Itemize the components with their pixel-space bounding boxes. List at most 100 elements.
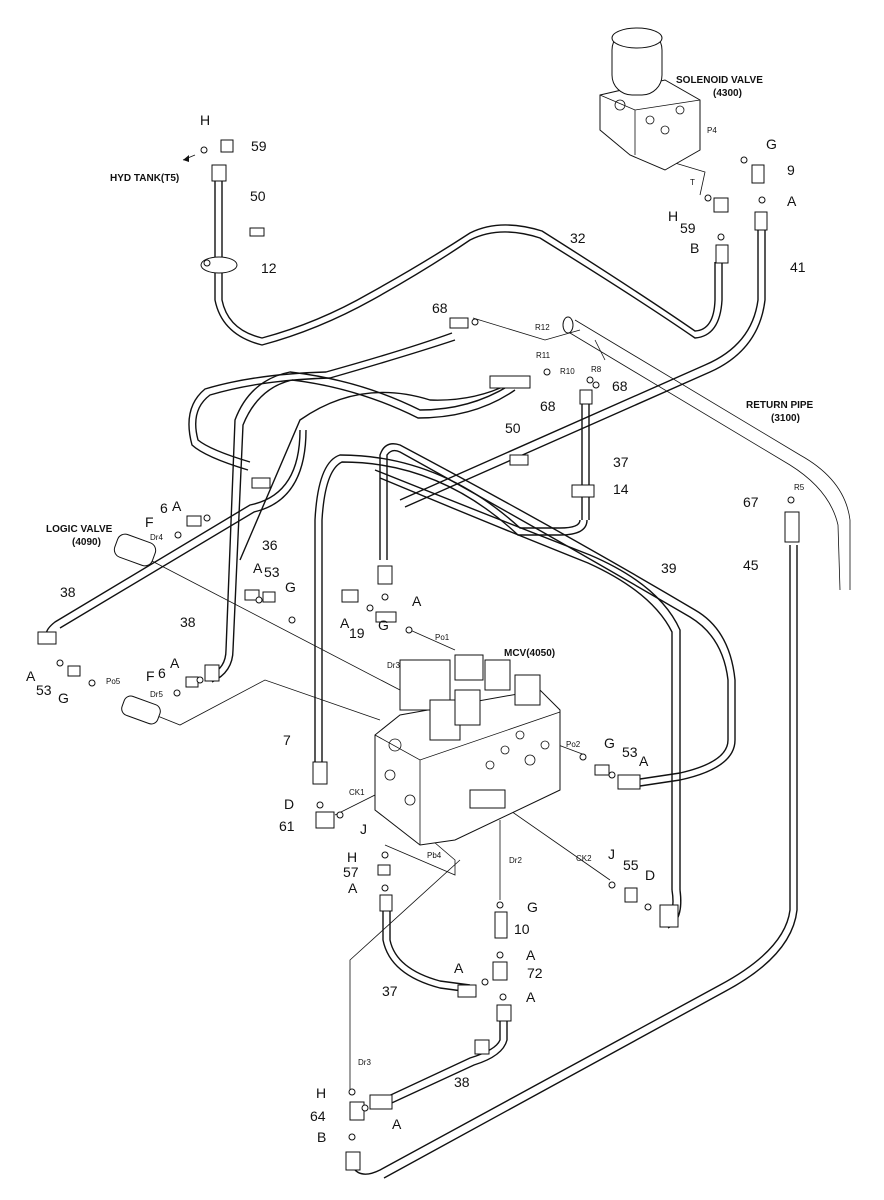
port-label: Dr4 [150,533,163,542]
callout: J [608,846,615,862]
fitting-right-end [659,904,679,928]
mcv-label: MCV(4050) [504,648,555,659]
hose-39-b [386,449,729,780]
callout: G [604,735,615,751]
callout: A [412,593,422,609]
callout: 39 [661,560,677,576]
port-label: R12 [535,323,550,332]
callout: A [340,615,350,631]
callout: A [392,1116,402,1132]
fitting-38-top [496,1004,512,1022]
fitting-end-tank [211,164,227,182]
fitting-45-bottom [345,1151,361,1171]
fitting-7-top [377,565,393,585]
port-label: R11 [536,351,551,360]
callout: D [645,867,655,883]
fitting-37-bottom [457,984,477,998]
callout: J [360,821,367,837]
hose-39 [379,443,736,787]
hose-7-b [321,461,588,780]
callout: G [285,579,296,595]
callout: 7 [283,732,291,748]
callout: 41 [790,259,806,275]
port-label: T [690,178,695,187]
callout: 55 [623,857,639,873]
port-label: Po2 [566,740,581,749]
fitting-end-41 [754,211,768,231]
callout: G [58,690,69,706]
port-label: Po1 [435,633,450,642]
hose-45-b [383,545,798,1179]
logic-valve-lower [121,695,161,725]
callout: 37 [382,983,398,999]
pilot-line-po5 [154,679,381,726]
callout: 53 [622,744,638,760]
port-label: P4 [707,126,717,135]
fitting-55 [624,887,638,903]
fitting-68a [449,317,469,329]
callout: F [145,514,154,530]
pilot-line-r8 [594,339,606,361]
fitting-38-bottom [369,1094,393,1110]
clamp-12 [200,256,238,274]
pilot-line-po1 [409,629,456,651]
fitting-36b [244,589,260,601]
port-label: Dr2 [509,856,522,865]
callout: 37 [613,454,629,470]
callout: B [690,240,699,256]
callout: 38 [454,1074,470,1090]
fitting-72 [492,961,508,981]
logic-valve-upper [113,533,157,567]
callout: 14 [613,481,629,497]
fitting-45-top [784,511,800,543]
callout: 53 [264,564,280,580]
callout: 61 [279,818,295,834]
hose-41-b [404,230,766,508]
return-pipe-code: (3100) [771,413,800,424]
hyd-tank-label: HYD TANK(T5) [110,173,179,184]
hose-7 [314,454,581,780]
callout: A [787,193,797,209]
port-label: Dr3 [387,661,400,670]
hose-upper-loop-b [232,379,516,651]
callout: G [766,136,777,152]
pilot-line-pb4 [384,829,456,876]
fitting-64 [349,1101,365,1121]
solenoid-valve-code: (4300) [713,88,742,99]
port-label: Po5 [106,677,121,686]
hose-r12-loop-b [188,332,453,471]
callout: D [284,796,294,812]
callout: 59 [680,220,696,236]
fitting-6a [186,515,202,527]
fitting-53b [67,665,81,677]
fitting-38-mid [474,1039,490,1055]
callout: H [347,849,357,865]
hose-36 [239,377,521,561]
hose-38-lower-b [382,1018,508,1108]
fitting-10 [494,911,508,939]
callout: 38 [60,584,76,600]
fitting-6b [185,676,199,688]
fittings [37,139,800,1171]
logic-valve-label: LOGIC VALVE [46,524,113,535]
callout: H [200,112,210,128]
callout: 57 [343,864,359,880]
callout: 72 [527,965,543,981]
callout: A [454,960,464,976]
port-label: CK1 [349,788,365,797]
fitting-36a [251,477,271,489]
pilot-line-ck2 [494,799,611,881]
callout: A [253,560,263,576]
callout: B [317,1129,326,1145]
fitting-57 [377,864,391,876]
logic-valve-code: (4090) [72,537,101,548]
hose-32-inner [221,224,716,339]
callout: A [526,989,536,1005]
hose-45 [351,545,791,1175]
callout: 32 [570,230,586,246]
return-pipe [564,319,851,591]
port-label: R10 [560,367,575,376]
hose-32 [214,231,723,346]
